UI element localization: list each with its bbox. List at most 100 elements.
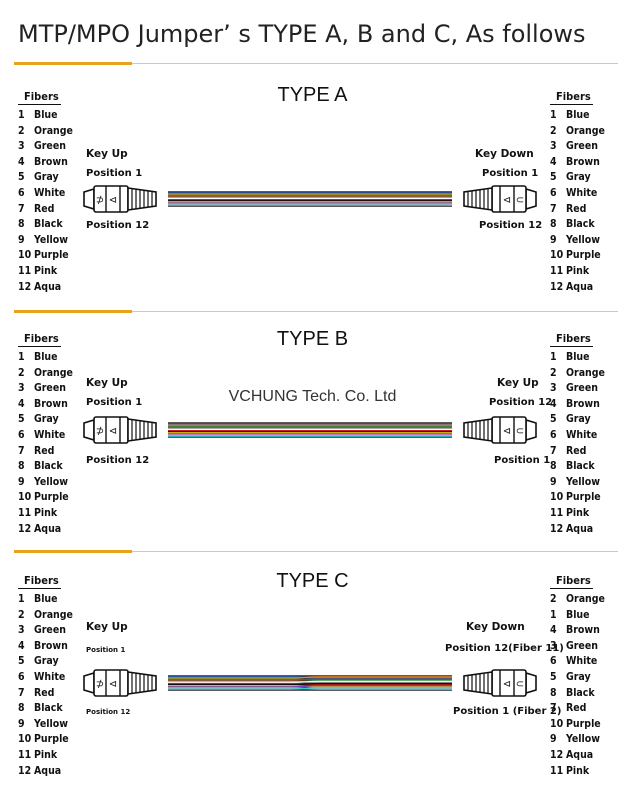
fiber-color-name: Yellow: [566, 733, 600, 746]
fiber-row: 5 Gray: [550, 170, 605, 186]
fiber-color-name: Gray: [34, 655, 59, 668]
fiber-number: 8: [18, 218, 25, 231]
fiber-number: 4: [18, 155, 25, 168]
fibers-header: Fibers: [18, 574, 61, 589]
fiber-number: 12: [18, 280, 32, 293]
fiber-color-name: Green: [34, 140, 66, 153]
fiber-color-name: Blue: [566, 608, 590, 621]
fiber-row: 8 Black: [18, 459, 73, 475]
fiber-number: 8: [18, 702, 25, 715]
type-a-right-key-label: Key Down: [475, 148, 534, 160]
fiber-color-name: Yellow: [566, 475, 600, 488]
fiber-color-name: Black: [566, 460, 595, 473]
watermark-text: VCHUNG Tech. Co. Ltd: [228, 388, 397, 405]
fiber-color-name: White: [566, 186, 598, 199]
fiber-number: 2: [18, 124, 25, 137]
fiber-color-name: Gray: [566, 413, 591, 426]
fiber-color-name: Orange: [566, 593, 605, 605]
fiber-strand: [168, 430, 452, 432]
fiber-color-name: Black: [34, 460, 63, 473]
section-divider: [14, 550, 618, 553]
svg-text:⊅: ⊅: [96, 679, 104, 690]
type-b-right-position-top: Position 12: [489, 397, 553, 408]
fiber-color-name: Yellow: [566, 233, 600, 246]
fiber-color-name: Gray: [566, 670, 591, 683]
fiber-strand: [168, 685, 452, 688]
fiber-color-name: Aqua: [566, 522, 594, 535]
type-b-title: TYPE B: [276, 328, 349, 350]
fiber-color-name: Red: [566, 202, 587, 215]
svg-text:⊲: ⊲: [503, 195, 511, 206]
fiber-number: 5: [550, 171, 557, 184]
fiber-color-name: Blue: [566, 351, 590, 363]
fiber-number: 10: [550, 249, 564, 262]
fiber-row: 2 Orange: [550, 366, 605, 382]
type-b-right-position-bottom: Position 1: [494, 455, 551, 466]
fiber-strand: [168, 204, 452, 206]
fiber-color-name: Yellow: [34, 475, 68, 488]
fiber-number: 10: [18, 733, 32, 746]
fiber-strand: [168, 195, 452, 197]
fiber-color-name: Brown: [566, 155, 600, 168]
fiber-number: 5: [18, 655, 25, 668]
fiber-number: 6: [550, 655, 557, 668]
fiber-strand: [168, 425, 452, 427]
svg-text:⊅: ⊅: [96, 426, 104, 437]
fiber-number: 3: [18, 382, 25, 395]
fiber-color-name: Gray: [566, 171, 591, 184]
fiber-number: 9: [18, 717, 25, 730]
fiber-number: 2: [550, 366, 557, 379]
fiber-number: 3: [550, 382, 557, 395]
svg-text:⊲: ⊲: [109, 679, 117, 690]
fiber-color-name: Purple: [566, 717, 601, 730]
fiber-strand: [168, 680, 452, 684]
svg-text:⊂: ⊂: [516, 679, 524, 690]
fiber-strand: [168, 196, 452, 199]
fiber-row: 1 Blue: [550, 350, 605, 366]
fiber-color-name: Pink: [566, 264, 590, 277]
fiber-color-name: Pink: [566, 506, 590, 519]
fiber-color-name: Orange: [566, 366, 605, 379]
right-connector-icon: ⊂⊲: [463, 669, 537, 697]
fiber-color-name: Orange: [34, 608, 73, 621]
type-b-cable-diagram: ⊅⊲⊂⊲: [83, 416, 537, 444]
fiber-strand: [168, 434, 452, 436]
fiber-number: 1: [550, 608, 557, 621]
fiber-color-name: Orange: [34, 366, 73, 379]
svg-text:⊅: ⊅: [96, 195, 104, 206]
fiber-number: 6: [18, 670, 25, 683]
fiber-strand: [168, 678, 452, 681]
fiber-strand: [168, 199, 452, 201]
right-connector-icon: ⊂⊲: [463, 185, 537, 213]
fiber-number: 8: [18, 460, 25, 473]
fibers-header: Fibers: [550, 90, 593, 105]
type-c-left-key-label: Key Up: [86, 621, 128, 633]
fiber-color-name: Yellow: [34, 233, 68, 246]
fiber-number: 12: [550, 748, 564, 761]
fiber-color-name: Black: [34, 218, 63, 231]
fiber-number: 1: [550, 351, 557, 363]
fiber-color-name: Purple: [566, 491, 601, 504]
fiber-number: 4: [550, 155, 557, 168]
type-b-left-position-bottom: Position 12: [86, 455, 150, 466]
type-a-right-position-bottom: Position 12: [479, 220, 543, 231]
